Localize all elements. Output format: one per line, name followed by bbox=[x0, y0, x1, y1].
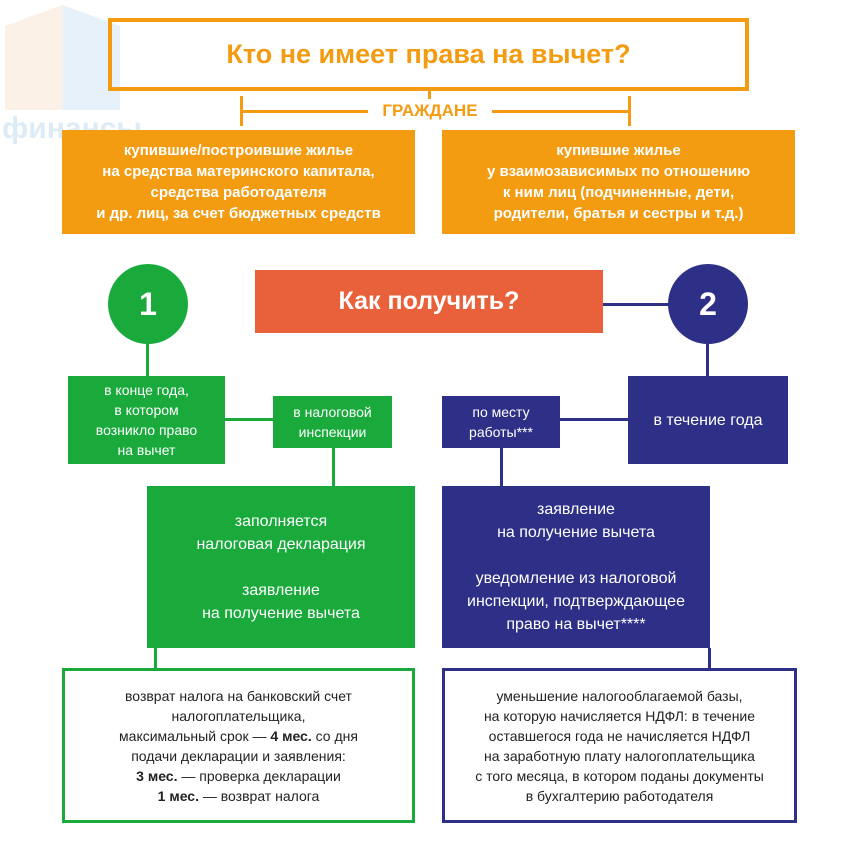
text-line: на получение вычета bbox=[497, 524, 655, 541]
option-1-where: в налоговой инспекции bbox=[273, 396, 392, 448]
option-2-where: по месту работы*** bbox=[442, 396, 560, 448]
connector bbox=[332, 448, 335, 486]
text: со дня bbox=[311, 727, 358, 744]
text-line: в котором bbox=[114, 402, 179, 418]
bracket-h-left bbox=[240, 110, 368, 113]
option-2-documents: заявление на получение вычета уведомление … bbox=[442, 486, 710, 648]
text-line: подачи декларации и заявления: bbox=[131, 747, 346, 764]
text-line: оставшегося года не начисляется НДФЛ bbox=[488, 727, 751, 744]
text-line: в конце года, bbox=[104, 382, 189, 398]
text-line: возврат налога на банковский счет bbox=[125, 687, 352, 704]
option-1-when: в конце года, в котором возникло право на в… bbox=[68, 376, 225, 464]
text-line: уведомление из налоговой bbox=[475, 570, 677, 587]
spacer bbox=[467, 544, 685, 567]
connector bbox=[428, 91, 431, 99]
text: — возврат налога bbox=[198, 787, 320, 804]
text-line: родители, братья и сестры и т.д.) bbox=[493, 205, 744, 222]
text-line: заявление bbox=[537, 501, 615, 518]
text-line: в налоговой bbox=[293, 404, 372, 420]
text-line: с того месяца, в котором поданы документ… bbox=[475, 767, 764, 784]
text-line: к ним лиц (подчиненные, дети, bbox=[502, 184, 735, 201]
text-line: и др. лиц, за счет бюджетных средств bbox=[96, 205, 381, 222]
text: — проверка декларации bbox=[177, 767, 341, 784]
page-title: Кто не имеет права на вычет? bbox=[226, 39, 631, 69]
text-line: купившие жилье bbox=[556, 142, 681, 159]
text-line: у взаимозависимых по отношению bbox=[486, 163, 751, 180]
text-line: налогоплательщика, bbox=[171, 707, 306, 724]
text-line: на заработную плату налогоплательщика bbox=[484, 747, 755, 764]
text: максимальный срок — bbox=[119, 727, 271, 744]
text-line: уменьшение налогооблагаемой базы, bbox=[496, 687, 743, 704]
connector bbox=[146, 344, 149, 376]
option-number: 1 bbox=[139, 285, 157, 322]
connector bbox=[708, 648, 711, 668]
bold-term: 3 мес. bbox=[136, 767, 178, 784]
citizens-label: ГРАЖДАНЕ bbox=[382, 101, 478, 120]
bracket-h-right bbox=[492, 110, 630, 113]
text-line: право на вычет**** bbox=[506, 616, 646, 633]
connector bbox=[560, 418, 628, 421]
option-1-circle: 1 bbox=[108, 264, 188, 344]
text-line: по месту bbox=[472, 404, 530, 420]
exclusion-box-1: купившие/построившие жилье на средства ма… bbox=[62, 130, 415, 234]
option-number: 2 bbox=[699, 285, 717, 322]
text-line: налоговая декларация bbox=[196, 535, 366, 553]
house-icon bbox=[5, 5, 120, 110]
connector bbox=[603, 303, 683, 306]
text-line: 3 мес. — проверка декларации bbox=[119, 766, 358, 786]
text-line: в бухгалтерию работодателя bbox=[525, 787, 714, 804]
how-title: Как получить? bbox=[338, 287, 520, 315]
text-line: возникло право bbox=[95, 422, 198, 438]
text-line: инспекции, подтверждающее bbox=[467, 593, 685, 610]
option-2-result: уменьшение налогооблагаемой базы, на кото… bbox=[442, 668, 797, 823]
text-line: на получение вычета bbox=[202, 604, 360, 622]
exclusion-box-2: купившие жилье у взаимозависимых по отнош… bbox=[442, 130, 795, 234]
option-1-documents: заполняется налоговая декларация заявление… bbox=[147, 486, 415, 648]
text-line: 1 мес. — возврат налога bbox=[119, 786, 358, 806]
text-line: средства работодателя bbox=[150, 184, 327, 201]
option-2-circle: 2 bbox=[668, 264, 748, 344]
text-line: заявление bbox=[242, 581, 320, 599]
connector bbox=[706, 344, 709, 376]
option-2-when: в течение года bbox=[628, 376, 788, 464]
connector bbox=[154, 648, 157, 668]
connector bbox=[500, 448, 503, 486]
text-line: на средства материнского капитала, bbox=[102, 163, 375, 180]
connector bbox=[225, 418, 273, 421]
text-line: на вычет bbox=[117, 442, 176, 458]
text-line: инспекции bbox=[298, 424, 367, 440]
text-line: купившие/построившие жилье bbox=[123, 142, 354, 159]
bold-term: 4 мес. bbox=[270, 727, 312, 744]
title-box: Кто не имеет права на вычет? bbox=[108, 18, 749, 91]
text-line: заполняется bbox=[234, 512, 328, 530]
spacer bbox=[196, 556, 365, 579]
text-line: максимальный срок — 4 мес. со дня bbox=[119, 726, 358, 746]
bold-term: 1 мес. bbox=[157, 787, 199, 804]
logo-watermark: финансы bbox=[0, 0, 142, 150]
text-line: в течение года bbox=[653, 411, 763, 429]
how-box: Как получить? bbox=[255, 270, 603, 333]
text-line: работы*** bbox=[469, 424, 533, 440]
text-line: на которую начисляется НДФЛ: в течение bbox=[483, 707, 756, 724]
option-1-result: возврат налога на банковский счет налого… bbox=[62, 668, 415, 823]
